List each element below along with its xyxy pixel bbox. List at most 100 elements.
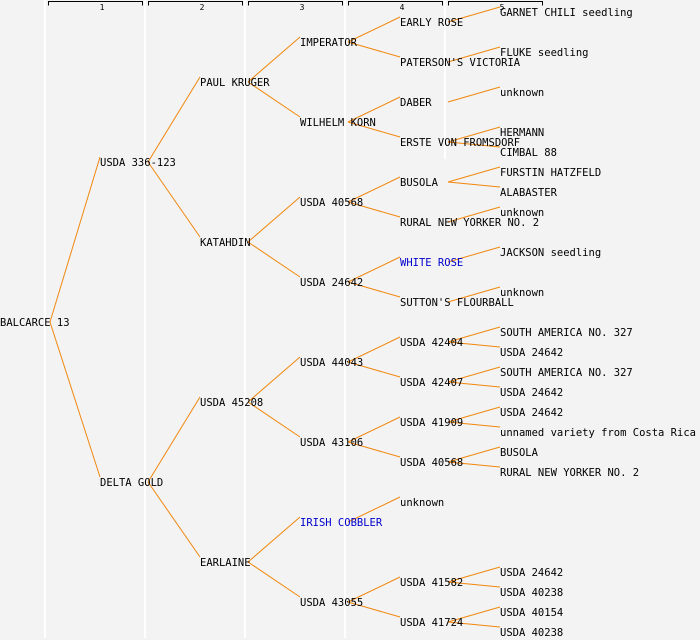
generation-label: 2	[200, 3, 205, 12]
pedigree-edge	[447, 581, 501, 588]
pedigree-edge	[447, 326, 501, 343]
variety-label: USDA 40568	[400, 457, 463, 469]
variety-label: USDA 43106	[300, 437, 363, 449]
variety-label: unnamed variety from Costa Rica	[500, 427, 696, 439]
nodes: BALCARCE 13 USDA 336-123 PAUL KRUGER IMPERA…	[0, 7, 696, 639]
variety-label: RURAL NEW YORKER NO. 2	[500, 467, 639, 479]
pedigree-edge	[347, 16, 401, 43]
pedigree-edge	[247, 81, 301, 118]
pedigree-edge	[447, 406, 501, 423]
generation-bracket	[48, 1, 143, 6]
variety-label: HERMANN	[500, 127, 544, 139]
pedigree-edge	[247, 401, 301, 438]
variety-label: USDA 24642	[500, 567, 563, 579]
variety-label: unknown	[500, 87, 544, 99]
variety-link[interactable]: IRISH COBBLER	[300, 517, 383, 529]
variety-label: USDA 24642	[500, 347, 563, 359]
variety-label: USDA 41724	[400, 617, 463, 629]
variety-label: RURAL NEW YORKER NO. 2	[400, 217, 539, 229]
variety-label: ALABASTER	[500, 187, 558, 199]
variety-label: unknown	[500, 287, 544, 299]
pedigree-edge	[447, 446, 501, 463]
variety-link[interactable]: WHITE ROSE	[400, 257, 463, 269]
pedigree-edge	[447, 621, 501, 628]
pedigree-edge	[347, 41, 401, 58]
pedigree-edge	[347, 601, 401, 618]
column-separators	[44, 0, 446, 638]
pedigree-edge	[49, 321, 101, 478]
pedigree-edge	[447, 166, 501, 183]
variety-label: USDA 24642	[300, 277, 363, 289]
variety-label: USDA 40238	[500, 587, 563, 599]
variety-label: PATERSON'S VICTORIA	[400, 57, 521, 69]
variety-label: GARNET CHILI seedling	[500, 7, 633, 19]
variety-label: USDA 43055	[300, 597, 363, 609]
pedigree-edge	[447, 126, 501, 143]
variety-label: USDA 45208	[200, 397, 263, 409]
pedigree-edge	[347, 336, 401, 363]
pedigree-edge	[447, 206, 501, 223]
generation-bracket	[248, 1, 343, 6]
variety-label: CIMBAL 88	[500, 147, 557, 159]
generation-label: 3	[300, 3, 305, 12]
generation-bracket	[148, 1, 243, 6]
pedigree-edge	[447, 181, 501, 188]
variety-label: USDA 44043	[300, 357, 363, 369]
pedigree-edge	[347, 176, 401, 203]
variety-label: BUSOLA	[500, 447, 539, 459]
variety-label: IMPERATOR	[300, 37, 358, 49]
pedigree-edge	[347, 496, 401, 523]
variety-label: BALCARCE 13	[0, 317, 70, 329]
pedigree-edge	[347, 281, 401, 298]
variety-label: unknown	[500, 207, 544, 219]
pedigree-edge	[347, 576, 401, 603]
variety-label: unknown	[400, 497, 444, 509]
pedigree-edge	[447, 381, 501, 388]
variety-label: DABER	[400, 97, 432, 109]
variety-label: EARLY ROSE	[400, 17, 463, 29]
variety-label: SOUTH AMERICA NO. 327	[500, 327, 633, 339]
pedigree-edge	[347, 256, 401, 283]
pedigree-edge	[447, 286, 501, 303]
pedigree-edge	[347, 416, 401, 443]
variety-label: FLUKE seedling	[500, 47, 589, 59]
pedigree-edge	[447, 141, 501, 148]
pedigree-edge	[447, 461, 501, 468]
pedigree-edge	[347, 441, 401, 458]
variety-label: JACKSON seedling	[500, 247, 601, 259]
pedigree-edge	[147, 76, 201, 163]
generation-label: 4	[400, 3, 405, 12]
variety-label: ERSTE VON FROMSDORF	[400, 137, 520, 149]
generation-label: 5	[500, 3, 505, 12]
generation-bracket	[448, 1, 543, 6]
variety-label: FURSTIN HATZFELD	[500, 167, 601, 179]
pedigree-edge	[147, 481, 201, 558]
variety-label: USDA 42407	[400, 377, 463, 389]
pedigree-edge	[247, 561, 301, 598]
pedigree-edge	[147, 161, 201, 238]
variety-label: WILHELM KORN	[300, 117, 376, 129]
generation-headers: 1 2 3 4 5	[48, 1, 543, 12]
pedigree-edge	[447, 86, 501, 103]
variety-label: PAUL KRUGER	[200, 77, 270, 89]
variety-label: USDA 40154	[500, 607, 563, 619]
pedigree-edge	[447, 341, 501, 348]
pedigree-edge	[447, 46, 501, 63]
pedigree-edge	[247, 196, 301, 243]
variety-label: SUTTON'S FLOURBALL	[400, 297, 514, 309]
variety-label: USDA 336-123	[100, 157, 176, 169]
generation-label: 1	[100, 3, 105, 12]
variety-label: DELTA GOLD	[100, 477, 163, 489]
generation-bracket	[348, 1, 443, 6]
variety-label: USDA 41582	[400, 577, 463, 589]
pedigree-edge	[347, 361, 401, 378]
pedigree-edge	[247, 516, 301, 563]
variety-label: USDA 24642	[500, 407, 563, 419]
pedigree-edge	[447, 6, 501, 23]
variety-label: USDA 40238	[500, 627, 563, 639]
pedigree-edge	[447, 366, 501, 383]
pedigree-edge	[49, 156, 101, 323]
pedigree-edge	[447, 421, 501, 428]
variety-label: BUSOLA	[400, 177, 439, 189]
